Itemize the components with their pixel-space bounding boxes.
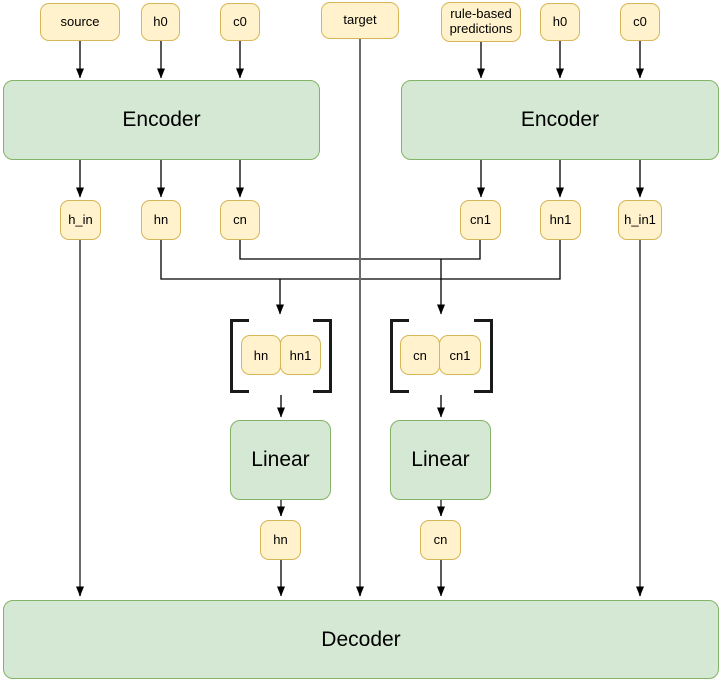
linear-right-box: Linear <box>390 420 491 500</box>
node-hn-out: hn <box>260 520 301 560</box>
node-hn-label: hn <box>153 211 169 227</box>
node-rule-based-predictions-label: rule-based predictions <box>449 6 513 36</box>
encoder-left-box: Encoder <box>3 80 320 160</box>
concat-left-bracket-close-icon <box>313 319 332 393</box>
node-source-label: source <box>60 13 100 29</box>
node-cn: cn <box>220 200 260 240</box>
decoder-box: Decoder <box>3 600 719 679</box>
linear-left-label: Linear <box>251 448 310 471</box>
concat-right-bracket-open-icon <box>390 319 409 393</box>
node-cn-out-label: cn <box>433 531 448 547</box>
node-hn1-label: hn1 <box>549 211 572 227</box>
node-c0-left-label: c0 <box>233 13 247 29</box>
node-source: source <box>40 3 120 41</box>
encoder-right-label: Encoder <box>520 108 600 131</box>
node-cn-out: cn <box>420 520 461 560</box>
node-target: target <box>321 2 399 39</box>
concat-right-cn1-box: cn1 <box>439 335 481 375</box>
concat-left-hn-label: hn <box>253 347 269 363</box>
node-cn-label: cn <box>233 211 247 227</box>
concat-left-hn-box: hn <box>241 335 281 375</box>
node-h0-left-label: h0 <box>153 13 168 29</box>
node-h0-right-label: h0 <box>552 13 568 29</box>
node-hn-out-label: hn <box>273 531 288 547</box>
node-cn1-label: cn1 <box>470 211 491 227</box>
concat-left-hn1-box: hn1 <box>280 335 321 375</box>
node-hn1: hn1 <box>540 200 581 240</box>
concat-left-bracket-open-icon <box>230 319 249 393</box>
node-c0-left: c0 <box>220 3 260 41</box>
encoder-left-label: Encoder <box>122 108 201 131</box>
encoder-right-box: Encoder <box>401 80 719 160</box>
node-h0-left: h0 <box>141 3 180 41</box>
concat-right-cn-label: cn <box>413 347 427 363</box>
node-c0-right: c0 <box>620 3 660 41</box>
concat-right-bracket-close-icon <box>474 319 493 393</box>
node-rule-based-predictions: rule-based predictions <box>441 2 521 42</box>
concat-right-cn1-label: cn1 <box>449 347 471 363</box>
node-cn1: cn1 <box>460 200 501 240</box>
node-target-label: target <box>343 12 377 28</box>
node-h-in: h_in <box>60 200 101 240</box>
node-h0-right: h0 <box>540 3 580 41</box>
concat-left-hn1-label: hn1 <box>289 347 312 363</box>
node-h-in-label: h_in <box>68 211 93 227</box>
node-c0-right-label: c0 <box>633 13 647 29</box>
node-h-in1: h_in1 <box>618 200 662 240</box>
node-h-in1-label: h_in1 <box>624 211 656 227</box>
linear-right-label: Linear <box>411 448 470 471</box>
concat-right-cn-box: cn <box>400 335 440 375</box>
node-hn: hn <box>141 200 181 240</box>
decoder-label: Decoder <box>321 627 401 651</box>
linear-left-box: Linear <box>230 420 331 500</box>
